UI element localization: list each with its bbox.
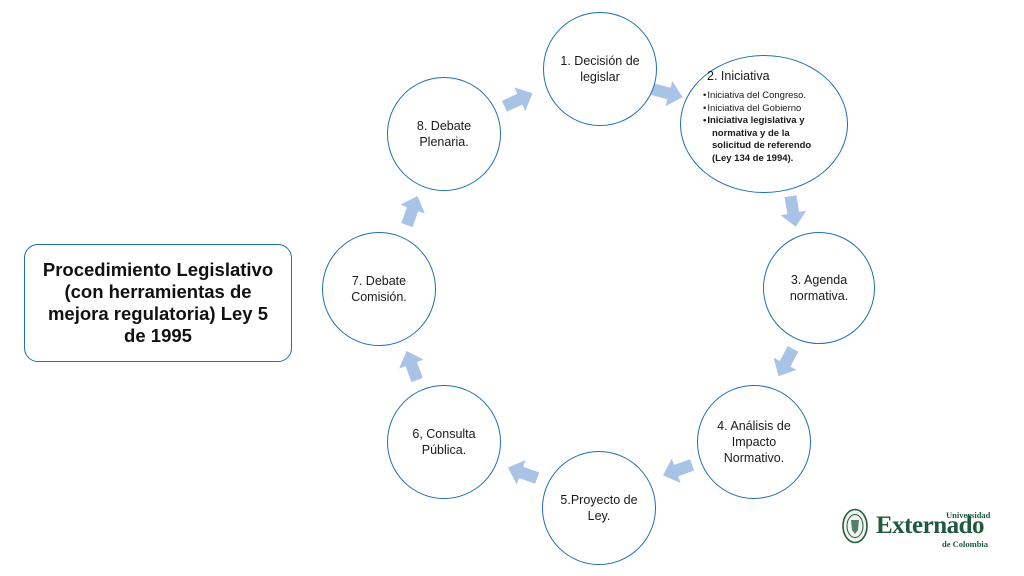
- arrow-2-to-3: [780, 195, 807, 227]
- university-seal-icon: [842, 508, 868, 544]
- step-6-label: 6, Consulta Pública.: [412, 427, 476, 457]
- arrow-3-to-4: [773, 345, 799, 377]
- university-logo: Universidad Externado de Colombia: [842, 506, 1002, 556]
- step-8-label: 8. Debate Plenaria.: [416, 119, 472, 149]
- arrow-8-to-1: [501, 87, 533, 112]
- step-2-bullet: Iniciativa del Congreso.: [703, 90, 823, 103]
- step-6-node: 6, Consulta Pública.: [387, 385, 501, 499]
- step-8-node: 8. Debate Plenaria.: [387, 77, 501, 191]
- step-4-label: 4. Análisis de Impacto Normativo.: [717, 419, 791, 465]
- diagram-title: Procedimiento Legislativo (con herramien…: [42, 259, 274, 346]
- step-2-title: 2. Iniciativa: [707, 69, 770, 83]
- arrow-5-to-6: [507, 460, 540, 485]
- arrow-6-to-7: [399, 350, 424, 383]
- step-3-label: 3. Agenda normativa.: [789, 273, 849, 303]
- diagram-title-box: Procedimiento Legislativo (con herramien…: [24, 244, 292, 362]
- step-2-node: 2. Iniciativa Iniciativa del Congreso. I…: [680, 55, 848, 193]
- step-3-node: 3. Agenda normativa.: [763, 232, 875, 344]
- step-1-node: 1. Decisión de legislar: [543, 12, 657, 126]
- step-2-bullet-list: Iniciativa del Congreso. Iniciativa del …: [703, 90, 823, 165]
- arrow-4-to-5: [662, 458, 695, 483]
- logo-main-word: Externado: [876, 512, 985, 539]
- step-5-label: 5.Proyecto de Ley.: [560, 493, 638, 523]
- arrow-7-to-8: [400, 195, 425, 228]
- step-4-node: 4. Análisis de Impacto Normativo.: [697, 385, 811, 499]
- logo-bottom-word: de Colombia: [942, 539, 989, 549]
- step-2-bullet: Iniciativa del Gobierno: [703, 103, 823, 116]
- step-7-label: 7. Debate Comisión.: [351, 274, 407, 304]
- logo-top-word: Universidad: [946, 510, 991, 520]
- arrow-1-to-2: [650, 80, 683, 107]
- step-1-label: 1. Decisión de legislar: [560, 54, 640, 84]
- step-5-node: 5.Proyecto de Ley.: [542, 451, 656, 565]
- step-7-node: 7. Debate Comisión.: [322, 232, 436, 346]
- step-2-bullet: Iniciativa legislativa y normativa y de …: [703, 115, 823, 165]
